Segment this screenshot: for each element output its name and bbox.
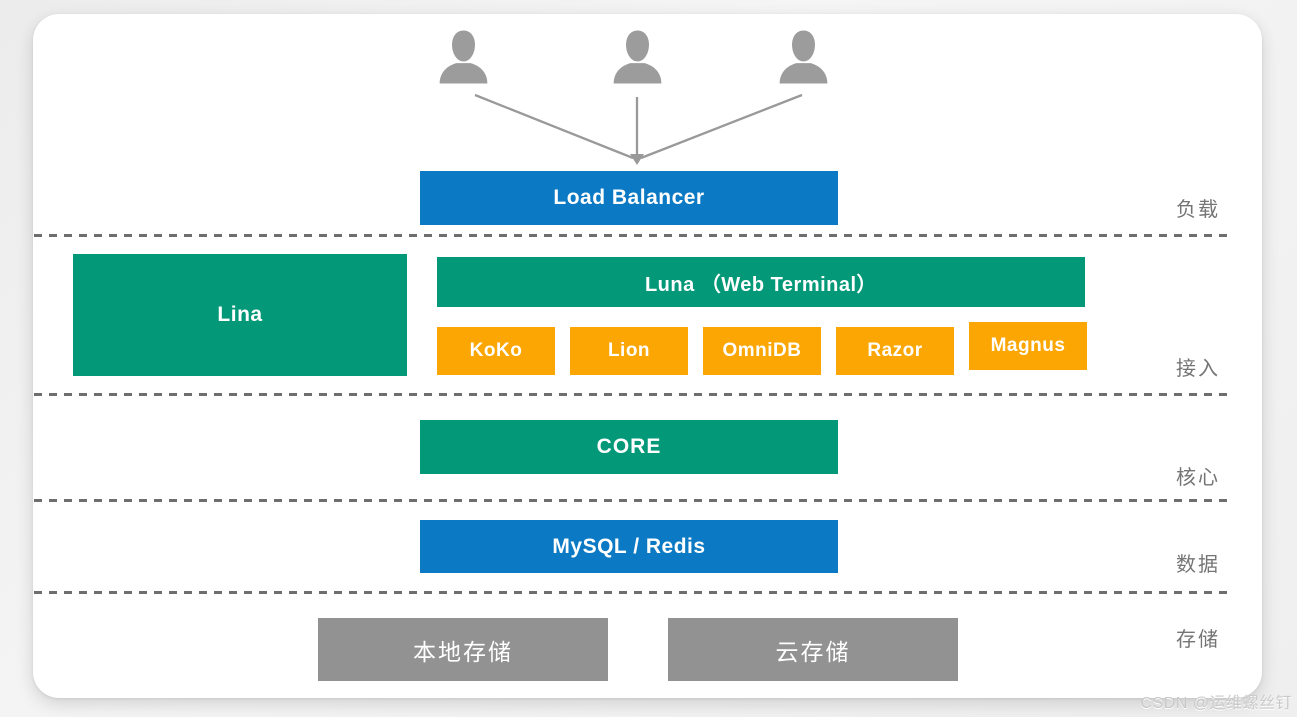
user-icon <box>437 28 490 86</box>
koko-box: KoKo <box>437 327 555 375</box>
razor-box: Razor <box>836 327 954 375</box>
cloud-storage-label: 云存储 <box>775 639 851 665</box>
luna-box: Luna （Web Terminal） <box>437 257 1085 307</box>
person-silhouette-icon <box>439 30 488 84</box>
mysql-redis-box: MySQL / Redis <box>420 520 838 573</box>
lion-box: Lion <box>570 327 688 375</box>
layer-label-load: 负载 <box>1176 199 1220 221</box>
magnus-box: Magnus <box>969 322 1087 370</box>
layer-label-data: 数据 <box>1176 554 1220 576</box>
person-silhouette-icon <box>779 30 828 84</box>
mysql-redis-label: MySQL / Redis <box>552 534 706 558</box>
load-balancer-label: Load Balancer <box>553 186 705 209</box>
layer-divider <box>34 234 1234 237</box>
layer-divider <box>34 499 1234 502</box>
local-storage-label: 本地存储 <box>413 639 513 665</box>
person-silhouette-icon <box>613 30 662 84</box>
local-storage-box: 本地存储 <box>318 618 608 681</box>
user-icon <box>611 28 664 86</box>
omnidb-box: OmniDB <box>703 327 821 375</box>
core-label: CORE <box>596 435 662 458</box>
user-icon <box>777 28 830 86</box>
layer-label-core: 核心 <box>1176 467 1220 489</box>
koko-label: KoKo <box>469 340 523 361</box>
csdn-watermark: CSDN @运维螺丝钉 <box>1140 695 1292 712</box>
lion-label: Lion <box>607 340 651 361</box>
magnus-label: Magnus <box>990 335 1066 356</box>
load-balancer-box: Load Balancer <box>420 171 838 225</box>
arrowhead-icon <box>630 154 644 165</box>
cloud-storage-box: 云存储 <box>668 618 958 681</box>
omnidb-label: OmniDB <box>722 340 802 361</box>
layer-label-storage: 存储 <box>1176 629 1220 651</box>
razor-label: Razor <box>867 340 923 361</box>
lina-label: Lina <box>217 303 263 326</box>
layer-divider <box>34 393 1234 396</box>
core-box: CORE <box>420 420 838 474</box>
layer-divider <box>34 591 1234 594</box>
luna-label: Luna （Web Terminal） <box>644 273 878 296</box>
user-to-lb-arrows <box>474 93 803 165</box>
lina-box: Lina <box>73 254 407 376</box>
layer-label-access: 接入 <box>1176 358 1220 380</box>
